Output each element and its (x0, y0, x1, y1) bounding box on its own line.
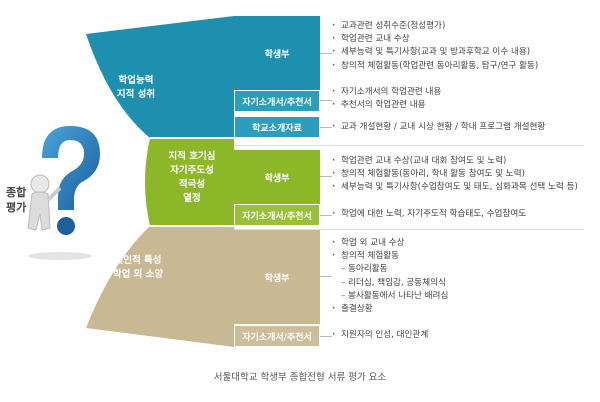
question-mark-figure-icon (27, 126, 100, 260)
fan-segment-curiosity (145, 138, 234, 226)
figure-caption: 서울대학교 학생부 종합전형 서류 평가 요소 (213, 372, 387, 383)
fan-segment-academic (86, 16, 234, 138)
item-list-6: 학업 외 교내 수상 창의적 체험활동 동아리활동 리더십, 책임감, 공동체의… (332, 237, 448, 316)
item-list-2: 자기소개서의 학업관련 내용 추천서의 학업관련 내용 (332, 86, 441, 112)
source-box-record-1: 학생부 (234, 16, 320, 90)
fan-segment-personal (86, 226, 234, 347)
overall-eval-label: 종합 평가 (6, 186, 27, 214)
source-box-school-info: 학교소개자료 (234, 116, 320, 138)
source-box-record-2: 학생부 (234, 150, 320, 204)
item-list-7: 지원자의 인성, 대인관계 (332, 329, 428, 342)
item-list-1: 교과관련 성취수준(정성평가) 학업관련 교내 수상 세부능력 및 특기사항(교… (332, 20, 538, 73)
source-box-essay-3: 자기소개서/추천서 (234, 325, 320, 347)
item-list-3: 교과 개설현황 / 교내 시상 현황 / 학내 프로그램 개설현황 (332, 121, 545, 134)
item-list-4: 학업관련 교내 수상(교내 대회 참여도 및 노력) 창의적 체험활동(동아리,… (332, 155, 578, 195)
item-list-5: 학업에 대한 노력, 자기주도적 학습태도, 수업참여도 (332, 208, 526, 221)
source-box-essay-1: 자기소개서/추천서 (234, 90, 320, 112)
source-box-record-3: 학생부 (234, 230, 320, 324)
source-box-essay-2: 자기소개서/추천서 (234, 204, 320, 226)
